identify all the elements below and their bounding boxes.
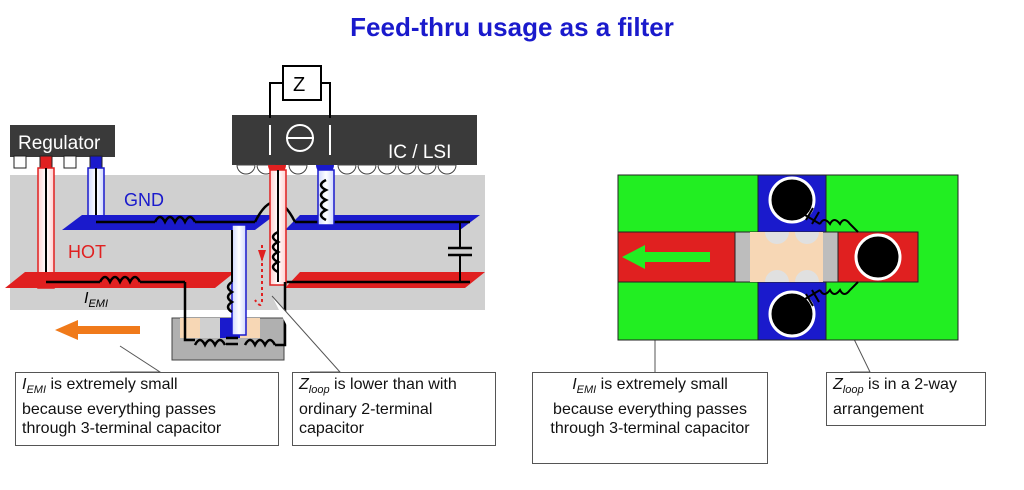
ic-hot-inductor	[271, 230, 281, 274]
ic-label: IC / LSI	[388, 142, 451, 163]
regulator-label: Regulator	[18, 133, 101, 154]
right-diagram	[617, 174, 959, 341]
current-arrow	[55, 320, 140, 340]
callout-pointer	[110, 345, 162, 373]
gnd-inductor	[153, 215, 197, 225]
cap-inductor-right	[243, 338, 277, 348]
via-hot	[854, 233, 902, 281]
iemi-label: IEMI	[84, 290, 108, 310]
via-bottom	[768, 290, 816, 338]
hot-label: HOT	[68, 242, 106, 262]
z-box	[282, 65, 322, 101]
regulator-pin	[13, 155, 27, 169]
regulator-body	[10, 125, 115, 157]
cap-inductor-left	[193, 338, 227, 348]
gnd-label: GND	[124, 190, 164, 210]
ic-body	[232, 115, 477, 165]
current-arrow-green	[622, 245, 710, 269]
hot-plane	[285, 272, 485, 288]
via-top	[768, 176, 816, 224]
regulator-pin	[63, 155, 77, 169]
gnd-plane	[62, 215, 275, 230]
page-title: Feed-thru usage as a filter	[350, 12, 674, 42]
regulator-pin-hot	[39, 155, 53, 169]
left-diagram: Regulator GND HOT IEMI	[5, 65, 485, 361]
z-label: Z	[293, 74, 305, 96]
hot-inductor	[98, 275, 142, 285]
regulator-pin-gnd	[89, 155, 103, 169]
zloop-path	[254, 245, 263, 306]
ic-gnd-inductor	[319, 178, 329, 222]
cap-gnd-inductor	[226, 280, 235, 314]
